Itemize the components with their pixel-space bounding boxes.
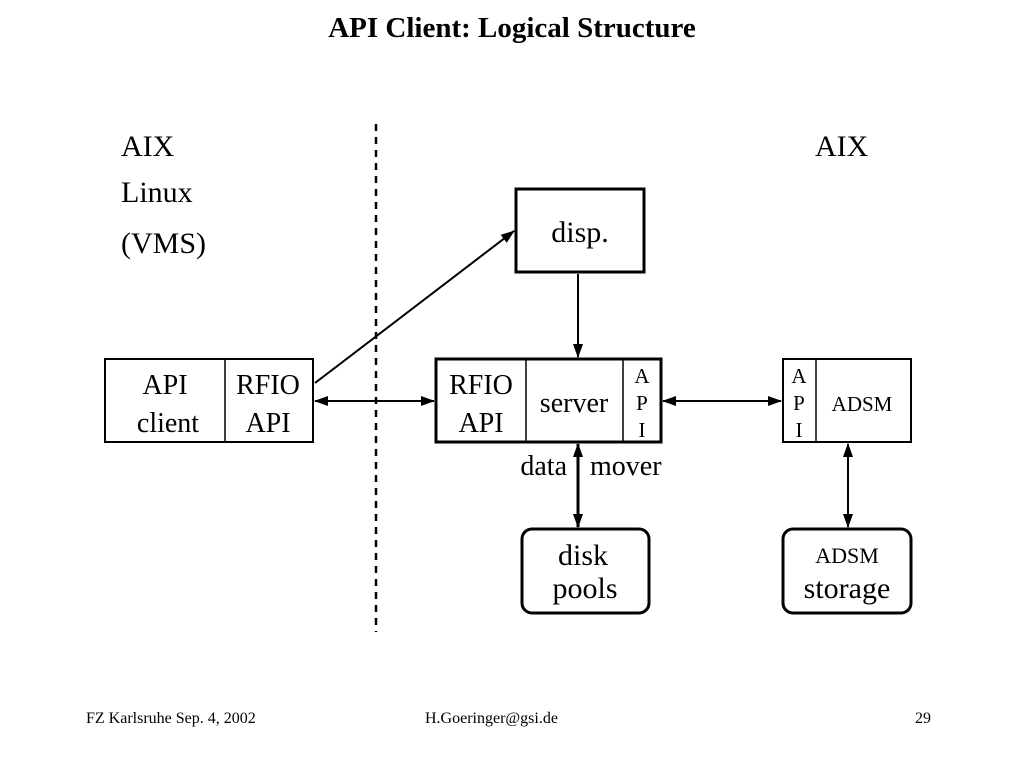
adsm-api-letter-i: I [796,418,803,442]
right-os-aix: AIX [815,130,869,163]
server-rfio-label-2: API [458,408,503,439]
server-api-letter-p: P [636,391,648,415]
server-label: server [540,388,609,419]
server-rfio-label-1: RFIO [449,370,513,401]
data-mover-label-data: data [520,451,567,482]
adsm-storage-label-2: storage [804,572,891,605]
adsm-api-letter-p: P [793,391,805,415]
disk-pools-box: disk pools [520,527,651,615]
adsm-label: ADSM [832,392,893,416]
server-api-letter-a: A [634,364,650,388]
arrow-client-to-disp [314,230,515,384]
client-rfio-label-2: API [245,408,290,439]
adsm-box: A P I ADSM [782,358,912,443]
api-client-label-1: API [142,370,187,401]
adsm-storage-label-1: ADSM [815,543,879,568]
dispatcher-box: disp. [514,187,646,274]
footer-page-number: 29 [915,710,931,727]
disk-pools-label-2: pools [552,572,617,605]
left-os-linux: Linux [121,176,193,209]
disk-pools-label-1: disk [558,539,608,572]
adsm-storage-box: ADSM storage [781,527,913,615]
client-rfio-label-1: RFIO [236,370,300,401]
data-mover-label-mover: mover [590,451,662,482]
dispatcher-label: disp. [551,216,609,249]
api-client-box: API client RFIO API [104,358,314,443]
left-os-aix: AIX [121,130,175,163]
server-box: RFIO API server A P I [434,357,663,444]
footer-email: H.Goeringer@gsi.de [425,710,558,727]
server-api-letter-i: I [639,418,646,442]
adsm-api-letter-a: A [791,364,807,388]
footer-left: FZ Karlsruhe Sep. 4, 2002 [86,710,256,727]
api-client-label-2: client [137,408,199,439]
left-os-vms: (VMS) [121,227,206,260]
page-title: API Client: Logical Structure [328,12,696,44]
